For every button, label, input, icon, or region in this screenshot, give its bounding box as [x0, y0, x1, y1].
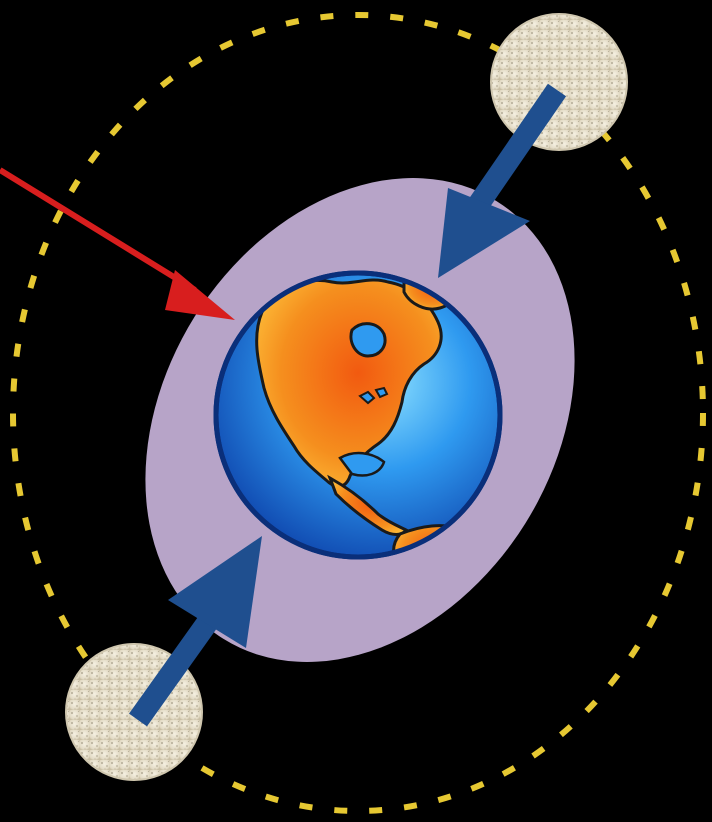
hudson-bay	[351, 324, 385, 356]
moon-top-right	[491, 14, 627, 150]
